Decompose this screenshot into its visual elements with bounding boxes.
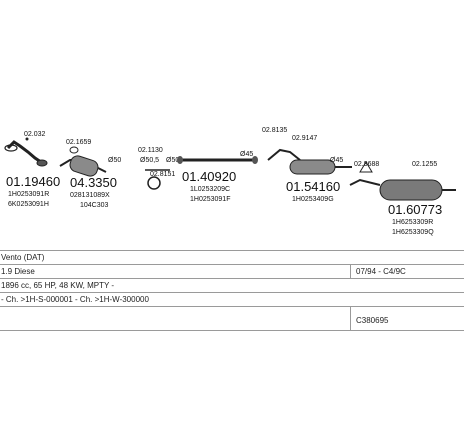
- part6-small-a: 02.9688: [354, 161, 379, 168]
- middle-pipe-end-right: [252, 156, 258, 164]
- part2-ref1: 028131089X: [70, 192, 110, 199]
- middle-pipe-part[interactable]: [177, 156, 258, 164]
- middle-pipe-end-left: [177, 156, 183, 164]
- front-pipe-part[interactable]: [4, 137, 48, 167]
- exhaust-system-diagram: 02.032 01.19460 1H0253091R 6K0253091H 02…: [4, 127, 456, 236]
- spec-label: 1896 cc, 65 HP, 48 KW, MPTY -: [1, 281, 115, 290]
- table-top-border: [0, 250, 464, 251]
- table-divider: [0, 264, 464, 265]
- table-bottom-border: [0, 330, 464, 331]
- table-divider: [0, 292, 464, 293]
- front-pipe-end: [36, 159, 48, 167]
- part3-mm2: Ø50: [166, 157, 179, 164]
- rear-silencer-part[interactable]: [349, 161, 456, 201]
- table-column-divider: [350, 306, 351, 330]
- part4-number: 01.40920: [182, 169, 236, 184]
- part1-small-label: 02.032: [24, 131, 46, 138]
- chassis-label: - Ch. >1H-S-000001 - Ch. >1H-W-300000: [1, 295, 149, 304]
- front-pipe-flange: [4, 144, 18, 152]
- engine-label: 1.9 Diese: [1, 267, 35, 276]
- table-divider: [0, 306, 464, 307]
- part3-small-top: 02.1130: [138, 147, 163, 154]
- part3-dim: Ø50,5: [140, 157, 159, 164]
- rear-hanger-a: [359, 161, 373, 173]
- part6-number: 01.60773: [388, 202, 442, 217]
- front-pipe-gasket: [25, 137, 29, 141]
- part5-mm: Ø45: [330, 157, 343, 164]
- code-label: C380695: [356, 316, 389, 325]
- part5-ref1: 1H0253409G: [292, 196, 334, 203]
- rear-silencer-pipe: [349, 178, 381, 186]
- catalytic-converter-part[interactable]: [59, 146, 107, 178]
- part2-small-label: 02.1659: [66, 139, 91, 146]
- converter-ring: [69, 146, 79, 154]
- part2-number: 04.3350: [70, 175, 117, 190]
- clamp-part[interactable]: [145, 169, 170, 190]
- part6-ref2: 1H6253309Q: [392, 229, 434, 236]
- table-column-divider: [350, 264, 351, 278]
- rear-silencer-body: [379, 179, 443, 201]
- part6-ref1: 1H6253309R: [392, 219, 433, 226]
- part1-ref2: 6K0253091H: [8, 201, 49, 208]
- table-divider: [0, 278, 464, 279]
- part5-small-b: 02.9147: [292, 135, 317, 142]
- part5-number: 01.54160: [286, 179, 340, 194]
- model-label: Vento (DAT): [1, 253, 45, 262]
- silencer-body: [289, 159, 336, 175]
- part5-small-a: 02.8135: [262, 127, 287, 134]
- part1-number: 01.19460: [6, 174, 60, 189]
- part2-ref2: 104C303: [80, 202, 109, 209]
- centre-silencer-part[interactable]: [267, 148, 352, 175]
- part1-ref1: 1H0253091R: [8, 191, 49, 198]
- part3-mm1: Ø50: [108, 157, 121, 164]
- part4-ref2: 1H0253091F: [190, 196, 230, 203]
- part6-small-b: 02.1255: [412, 161, 437, 168]
- converter-body: [69, 155, 99, 177]
- part4-mm: Ø45: [240, 151, 253, 158]
- silencer-inlet: [267, 148, 301, 161]
- date-range-label: 07/94 - C4/9C: [356, 267, 406, 276]
- part4-ref1: 1L0253209C: [190, 186, 230, 193]
- front-pipe-tube: [6, 140, 42, 164]
- part3-small-mid: 02.8151: [150, 171, 175, 178]
- clamp-ring: [147, 176, 161, 190]
